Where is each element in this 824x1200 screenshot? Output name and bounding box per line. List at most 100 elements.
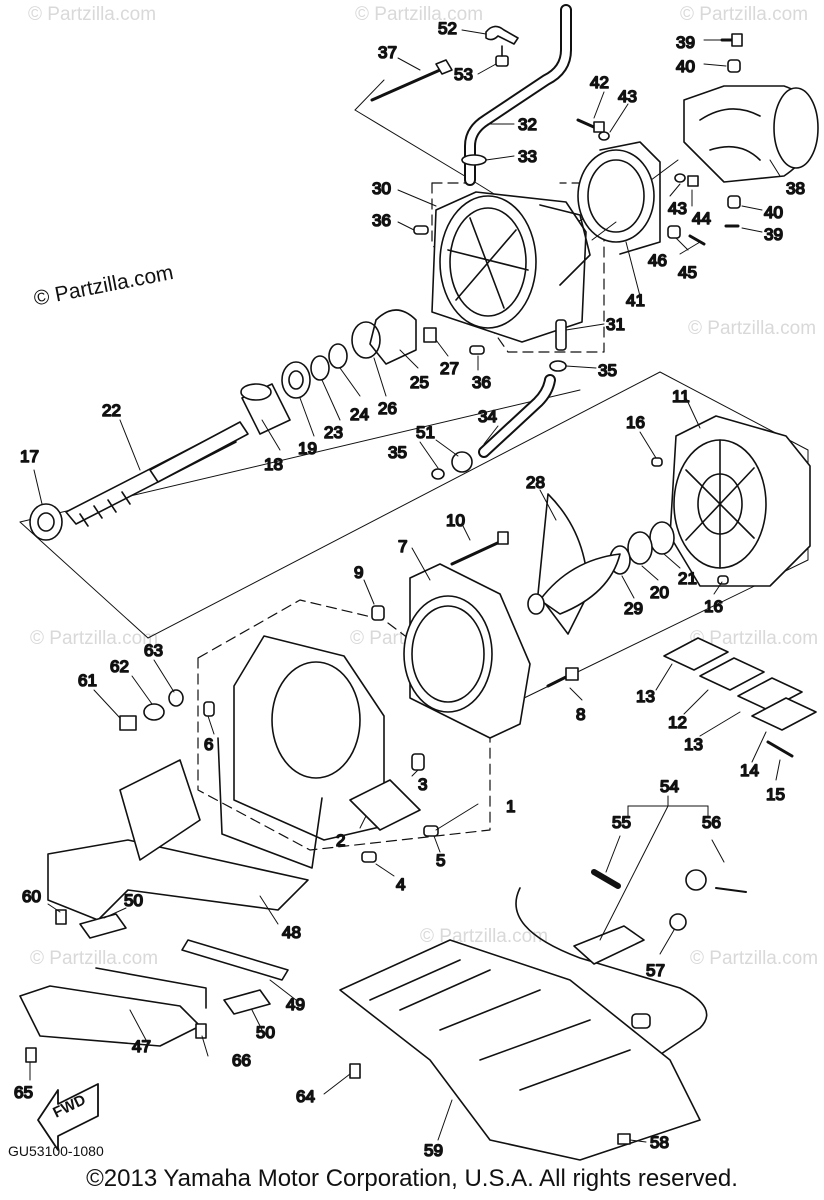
callout-43b: 43	[668, 199, 687, 218]
watermark: © Partzilla.com	[30, 948, 159, 969]
callout-6: 6	[204, 735, 213, 754]
callout-39: 39	[764, 225, 783, 244]
callout-17: 17	[20, 447, 39, 466]
callout-30: 30	[372, 179, 391, 198]
callout-48: 48	[282, 923, 301, 942]
callout-37: 37	[378, 43, 397, 62]
part-13-gasket	[663, 637, 803, 711]
callout-16b: 16	[704, 597, 723, 616]
callout-2: 2	[336, 831, 345, 850]
part-11-impeller-housing	[669, 415, 811, 587]
callout-29: 29	[624, 599, 643, 618]
callout-61: 61	[78, 671, 97, 690]
part-42-bolt	[576, 118, 605, 133]
callout-39b: 39	[676, 33, 695, 52]
watermark: © Partzilla.com	[355, 4, 484, 25]
sensor-connector	[631, 1013, 651, 1029]
callout-54: 54	[660, 777, 679, 796]
callout-16: 16	[626, 413, 645, 432]
callout-62: 62	[110, 657, 129, 676]
callout-60: 60	[22, 887, 41, 906]
callout-labels: 37 52 53 32 33 30 36 31 35 36 27 25 26 2…	[13, 18, 806, 1161]
part-40-collar	[727, 59, 741, 209]
diagram-code: GU53100-1080	[8, 1143, 104, 1159]
part-1-intake-housing	[217, 635, 385, 869]
part-48-bracket	[47, 759, 309, 921]
callout-10: 10	[446, 511, 465, 530]
part-14-cover	[751, 697, 817, 731]
callout-47: 47	[132, 1037, 151, 1056]
part-12-plate	[699, 657, 765, 691]
part-10-bolt	[450, 531, 509, 566]
fwd-arrow-icon	[37, 1083, 99, 1151]
part-58-screw	[617, 1133, 631, 1145]
part-56-kit	[685, 869, 747, 893]
callout-28: 28	[526, 473, 545, 492]
callout-25: 25	[410, 373, 429, 392]
callout-53: 53	[454, 65, 473, 84]
part-47-guard	[19, 967, 207, 1047]
callout-22: 22	[102, 401, 121, 420]
part-66-screw	[195, 1023, 207, 1039]
callout-19: 19	[298, 439, 317, 458]
part-9-collar	[371, 605, 385, 621]
part-15-bolt	[766, 740, 794, 758]
part-52-clamp	[485, 25, 519, 45]
callout-11: 11	[672, 387, 690, 406]
watermark: © Partzilla.com	[688, 318, 817, 339]
part-51-grommet	[451, 451, 473, 473]
part-16-pin	[651, 457, 729, 585]
part-54-sensor-body	[573, 925, 645, 965]
part-61-nut	[119, 715, 137, 731]
assembly-box-1	[197, 599, 491, 851]
part-50-pad	[79, 913, 271, 1015]
part-31-pin	[555, 319, 567, 351]
callout-38: 38	[786, 179, 805, 198]
callout-13b: 13	[684, 735, 703, 754]
part-65-screw	[25, 1047, 37, 1063]
part-45-bolt	[688, 234, 706, 246]
callout-55: 55	[612, 813, 631, 832]
part-34-hose	[478, 374, 556, 458]
watermark: © Partzilla.com	[690, 628, 819, 649]
callout-40: 40	[764, 203, 783, 222]
part-37-bolt	[370, 59, 453, 102]
callout-32: 32	[518, 115, 537, 134]
part-17-bearing	[29, 503, 63, 541]
part-39-screw	[720, 33, 743, 228]
part-28-impeller	[527, 493, 621, 635]
callout-50: 50	[124, 891, 143, 910]
part-32-hose	[464, 4, 572, 186]
callout-34: 34	[478, 407, 497, 426]
part-22-drive-shaft	[65, 421, 249, 527]
part-33-clamp	[461, 154, 487, 166]
callout-36b: 36	[472, 373, 491, 392]
callout-7: 7	[398, 537, 407, 556]
part-43-washer	[598, 131, 686, 183]
callout-3: 3	[418, 775, 427, 794]
callout-35b: 35	[388, 443, 407, 462]
part-7-intake-duct	[403, 563, 531, 739]
callout-33: 33	[518, 147, 537, 166]
part-6-stud	[203, 701, 215, 717]
leader-lines	[29, 29, 781, 1143]
callout-36: 36	[372, 211, 391, 230]
callout-57: 57	[646, 961, 665, 980]
callout-66: 66	[232, 1051, 251, 1070]
part-19-bearing	[281, 361, 311, 399]
callout-21: 21	[678, 569, 697, 588]
callout-44: 44	[692, 209, 711, 228]
callout-23: 23	[324, 423, 343, 442]
callout-31: 31	[606, 315, 625, 334]
part-25-fitting	[369, 309, 417, 365]
part-27-bolt	[423, 327, 437, 343]
callout-40b: 40	[676, 57, 695, 76]
watermark: © Partzilla.com	[690, 948, 819, 969]
callout-8: 8	[576, 705, 585, 724]
part-21-liner	[649, 521, 675, 555]
callout-43: 43	[618, 87, 637, 106]
callout-49: 49	[286, 995, 305, 1014]
part-46-collar	[667, 225, 681, 239]
part-30-housing	[431, 191, 591, 343]
